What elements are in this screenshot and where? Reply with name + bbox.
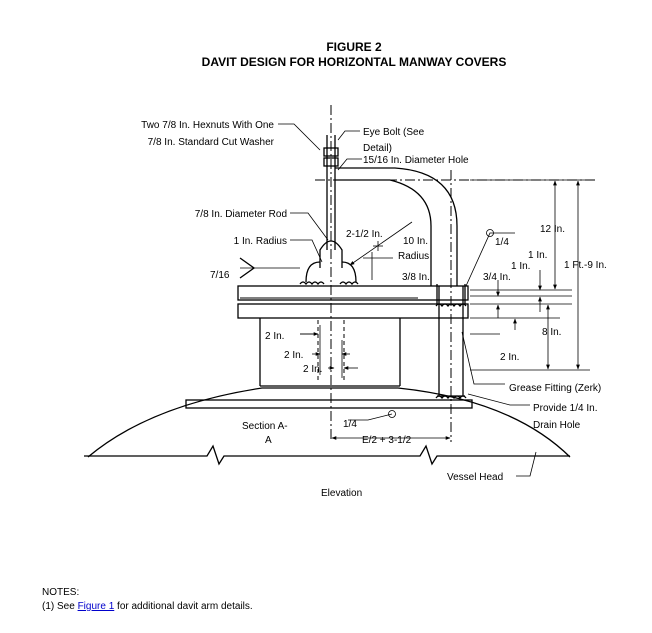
manway-neck	[259, 318, 401, 387]
label-eye-bolt-line1: Eye Bolt (See	[363, 127, 425, 138]
label-2-in-a: 2 In.	[265, 331, 284, 342]
label-drain-line2: Drain Hole	[533, 420, 581, 431]
label-drain-line1: Provide 1/4 In.	[533, 403, 597, 414]
label-10in-radius-line1: 10 In.	[403, 236, 428, 247]
label-1-in-b: 1 In.	[511, 261, 530, 272]
figure-title-block: FIGURE 2 DAVIT DESIGN FOR HORIZONTAL MAN…	[0, 40, 652, 70]
label-2-in-b: 2 In.	[284, 350, 303, 361]
label-1in-radius: 1 In. Radius	[234, 236, 287, 247]
label-weld-7-16: 7/16	[210, 270, 230, 281]
label-hexnuts-line1: Two 7/8 In. Hexnuts With One	[141, 120, 274, 131]
note-1-prefix: (1) See	[42, 601, 78, 612]
notes-heading: NOTES:	[42, 587, 80, 598]
eye-bolt-rod	[305, 135, 357, 283]
note-1: (1) See Figure 1 for additional davit ar…	[42, 600, 253, 614]
dimension-lines-right	[470, 179, 590, 371]
notes-section: NOTES: (1) See Figure 1 for additional d…	[42, 586, 253, 614]
label-2-in-c: 2 In.	[303, 364, 322, 375]
label-3-4-in: 3/4 In.	[483, 272, 511, 283]
label-2-in-right: 2 In.	[500, 352, 519, 363]
vessel-head	[84, 387, 571, 466]
note-1-suffix: for additional davit arm details.	[114, 601, 253, 612]
label-hexnuts-line2: 7/8 In. Standard Cut Washer	[148, 137, 275, 148]
label-vessel-head: Vessel Head	[447, 472, 503, 483]
dimension-lines-left	[300, 325, 358, 378]
figure-number: FIGURE 2	[326, 40, 382, 54]
davit-elevation-drawing: Two 7/8 In. Hexnuts With One 7/8 In. Sta…	[84, 105, 607, 499]
label-section-line1: Section A-	[242, 421, 288, 432]
leader-lines	[239, 123, 537, 477]
label-elevation: Elevation	[321, 488, 362, 499]
label-rod-diameter: 7/8 In. Diameter Rod	[195, 209, 287, 220]
label-1-in-a: 1 In.	[528, 250, 547, 261]
label-grease-fitting: Grease Fitting (Zerk)	[509, 383, 601, 394]
manway-flanges	[237, 285, 469, 319]
label-8-in: 8 In.	[542, 327, 561, 338]
base-plate	[185, 399, 473, 409]
label-1ft-9in: 1 Ft.-9 In.	[564, 260, 607, 271]
label-section-line2: A	[265, 435, 272, 446]
figure-1-link[interactable]: Figure 1	[77, 601, 115, 612]
label-e-dimension: E/2 + 3-1/2	[362, 435, 412, 446]
label-3-8-in: 3/8 In.	[402, 272, 430, 283]
label-weld-1-4-top: 1/4	[495, 237, 509, 248]
label-12-in: 12 In.	[540, 224, 565, 235]
figure-title: DAVIT DESIGN FOR HORIZONTAL MANWAY COVER…	[201, 55, 507, 69]
label-2-1-2-in: 2-1/2 In.	[346, 229, 383, 240]
label-diameter-hole: 15/16 In. Diameter Hole	[363, 155, 469, 166]
weld-beads	[299, 281, 467, 400]
label-eye-bolt-line2: Detail)	[363, 143, 392, 154]
label-10in-radius-line2: Radius	[398, 251, 429, 262]
label-weld-1-4-bottom: 1/4	[343, 419, 357, 430]
